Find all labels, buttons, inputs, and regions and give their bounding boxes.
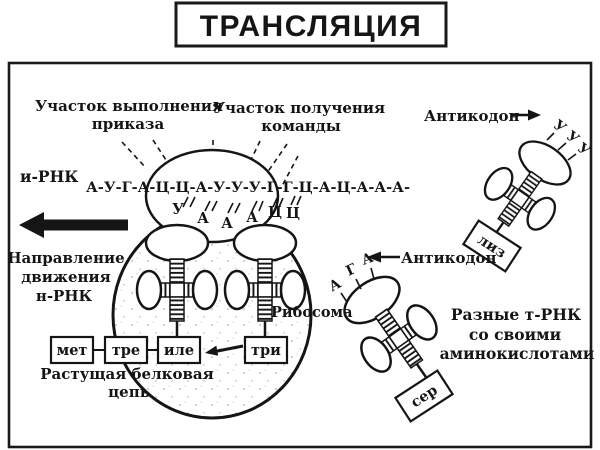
label-anticodon-middle: Антикодон	[401, 249, 496, 267]
amino-acid-ser: сер	[393, 369, 455, 423]
mrna-direction-arrow-icon	[19, 212, 128, 238]
label-direction-line1: Направление	[7, 249, 124, 267]
label-growing-chain-line1: Растущая белковая	[40, 365, 213, 383]
label-trna-note-line1: Разные т-РНК	[451, 305, 581, 324]
amino-acid-trp: три	[243, 335, 289, 365]
amino-acid-lys: лиз	[461, 219, 523, 273]
label-execute-site-line2: приказа	[92, 115, 165, 133]
peptide-transfer-arrow-icon	[205, 344, 244, 356]
anticodon-pointer-middle-icon	[367, 251, 400, 263]
amino-acid-met-label: мет	[57, 342, 88, 359]
anticodon-letter: У	[172, 201, 184, 218]
label-trna-note-line2: со своими	[469, 325, 561, 344]
ribosome-anticodon-letters: У А А А Ц Ц	[172, 201, 300, 232]
amino-acid-thr-label: тре	[112, 342, 140, 359]
label-receive-site-line1: Участок получения	[213, 99, 385, 117]
label-mrna: и-РНК	[20, 167, 78, 186]
label-direction-line3: н-РНК	[36, 287, 93, 305]
page-title: ТРАНСЛЯЦИЯ	[200, 10, 423, 43]
anticodon-letter: А	[197, 210, 209, 227]
anticodon-pointer-top-icon	[511, 109, 541, 121]
label-receive-site-line2: команды	[261, 117, 341, 135]
amino-acid-met: мет	[49, 335, 95, 365]
mrna-sequence: А-У-Г-А-Ц-Ц-А-У-У-У-Г-Г-Ц-А-Ц-А-А-А-	[86, 180, 410, 196]
label-execute-site-line1: Участок выполнения	[35, 97, 223, 115]
title-box	[174, 1, 448, 48]
amino-acid-ile: иле	[156, 335, 202, 365]
ribosome-small-subunit	[144, 148, 280, 244]
amino-acid-thr: тре	[103, 335, 149, 365]
label-ribosome: Рибосома	[271, 304, 353, 321]
label-trna-note-line3: аминокислотами	[440, 344, 595, 363]
anticodon-letter: Ц	[268, 204, 282, 221]
codon-pairing-hatches	[182, 195, 302, 214]
anticodon-letter: Ц	[286, 205, 300, 222]
anticodon-letter: А	[246, 209, 258, 226]
label-anticodon-top: Антикодон	[424, 107, 519, 125]
anticodon-letter: А	[221, 215, 233, 232]
amino-acid-trp-label: три	[251, 342, 281, 359]
label-growing-chain-line2: цепь	[108, 383, 150, 401]
label-direction-line2: движения	[21, 268, 110, 286]
amino-acid-ile-label: иле	[164, 342, 194, 359]
